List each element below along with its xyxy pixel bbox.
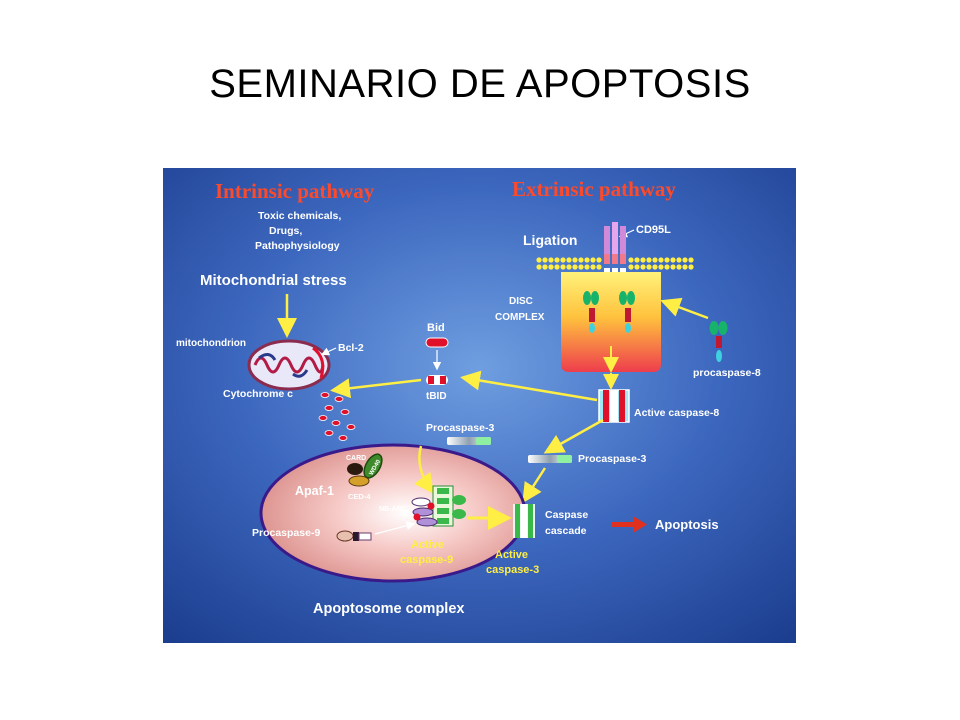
active-caspase8-label: Active caspase-8 bbox=[634, 407, 719, 419]
tbid-icon bbox=[426, 375, 448, 385]
active-caspase9-label-2: caspase-9 bbox=[400, 554, 453, 566]
ced4-label: CED-4 bbox=[348, 492, 371, 501]
cytochrome-c-label: Cytochrome c bbox=[223, 388, 293, 400]
procaspase3-right-tail bbox=[557, 455, 572, 463]
active-caspase3-icon bbox=[513, 504, 535, 538]
procaspase8-arrow bbox=[660, 297, 709, 320]
tbid-label: tBID bbox=[426, 391, 447, 402]
procaspase3-right-label: Procaspase-3 bbox=[578, 453, 646, 465]
disc-label-1: DISC bbox=[509, 296, 533, 307]
procaspase3-top-tail bbox=[476, 437, 491, 445]
bid-icon bbox=[425, 337, 449, 348]
bcl2-pointer bbox=[320, 347, 337, 356]
apoptosome-label: Apoptosome complex bbox=[313, 601, 464, 617]
card-label: CARD bbox=[346, 455, 366, 462]
bcl2-label: Bcl-2 bbox=[338, 342, 364, 354]
procaspase9-label: Procaspase-9 bbox=[252, 527, 320, 539]
cd95l-label: CD95L bbox=[636, 224, 671, 236]
extrinsic-title: Extrinsic pathway bbox=[512, 177, 676, 201]
active-caspase3-label-1: Active bbox=[495, 549, 528, 561]
procasp3-to-casp3-arrow bbox=[522, 467, 547, 504]
procaspase3-top-label: Procaspase-3 bbox=[426, 422, 494, 434]
mitochondrion-icon bbox=[247, 339, 331, 391]
mitochondrion-label: mitochondrion bbox=[176, 338, 246, 349]
apoptosis-label: Apoptosis bbox=[655, 517, 719, 532]
cytochrome-dots bbox=[318, 392, 356, 441]
active-caspase9-label-1: Active bbox=[411, 539, 444, 551]
card-icon bbox=[347, 463, 363, 475]
bid-label: Bid bbox=[427, 322, 445, 334]
stimulus-toxic: Toxic chemicals, bbox=[258, 210, 341, 222]
intrinsic-title: Intrinsic pathway bbox=[215, 179, 375, 203]
mito-stress-label: Mitochondrial stress bbox=[200, 272, 347, 289]
tbid-to-mito-arrow bbox=[330, 378, 422, 399]
disc-label-2: COMPLEX bbox=[495, 312, 545, 323]
nb-arc-label: NB-ARC bbox=[379, 506, 407, 513]
active-caspase8-icon bbox=[598, 389, 630, 423]
caspase-cascade-label-2: cascade bbox=[545, 525, 587, 537]
casp8-to-procasp3-arrow bbox=[543, 418, 604, 454]
apoptosome-cell bbox=[259, 443, 527, 583]
ligation-label: Ligation bbox=[523, 232, 577, 248]
apoptosome-wheel-icon bbox=[411, 485, 466, 527]
procasp9-arrow bbox=[374, 521, 416, 535]
caspase-cascade-label-1: Caspase bbox=[545, 509, 588, 521]
nb-arc-icon bbox=[348, 475, 370, 487]
active-caspase3-label-2: caspase-3 bbox=[486, 564, 539, 576]
apaf1-label: Apaf-1 bbox=[295, 484, 334, 498]
procasp3-top-arrow bbox=[414, 445, 434, 495]
procaspase8-icon bbox=[709, 321, 728, 362]
casp8-to-tbid-arrow bbox=[460, 370, 598, 402]
stimulus-drugs: Drugs, bbox=[269, 225, 302, 237]
procaspase9-icon bbox=[336, 530, 372, 542]
slide-title: SEMINARIO DE APOPTOSIS bbox=[209, 62, 751, 106]
procaspase8-label: procaspase-8 bbox=[693, 367, 761, 379]
stimulus-pathophysiology: Pathophysiology bbox=[255, 240, 340, 252]
apoptosis-diagram: Intrinsic pathway Extrinsic pathway Toxi… bbox=[163, 168, 796, 643]
apoptosis-arrow-icon bbox=[611, 516, 647, 533]
cell-membrane bbox=[536, 257, 694, 270]
disc-adapters bbox=[583, 291, 635, 333]
